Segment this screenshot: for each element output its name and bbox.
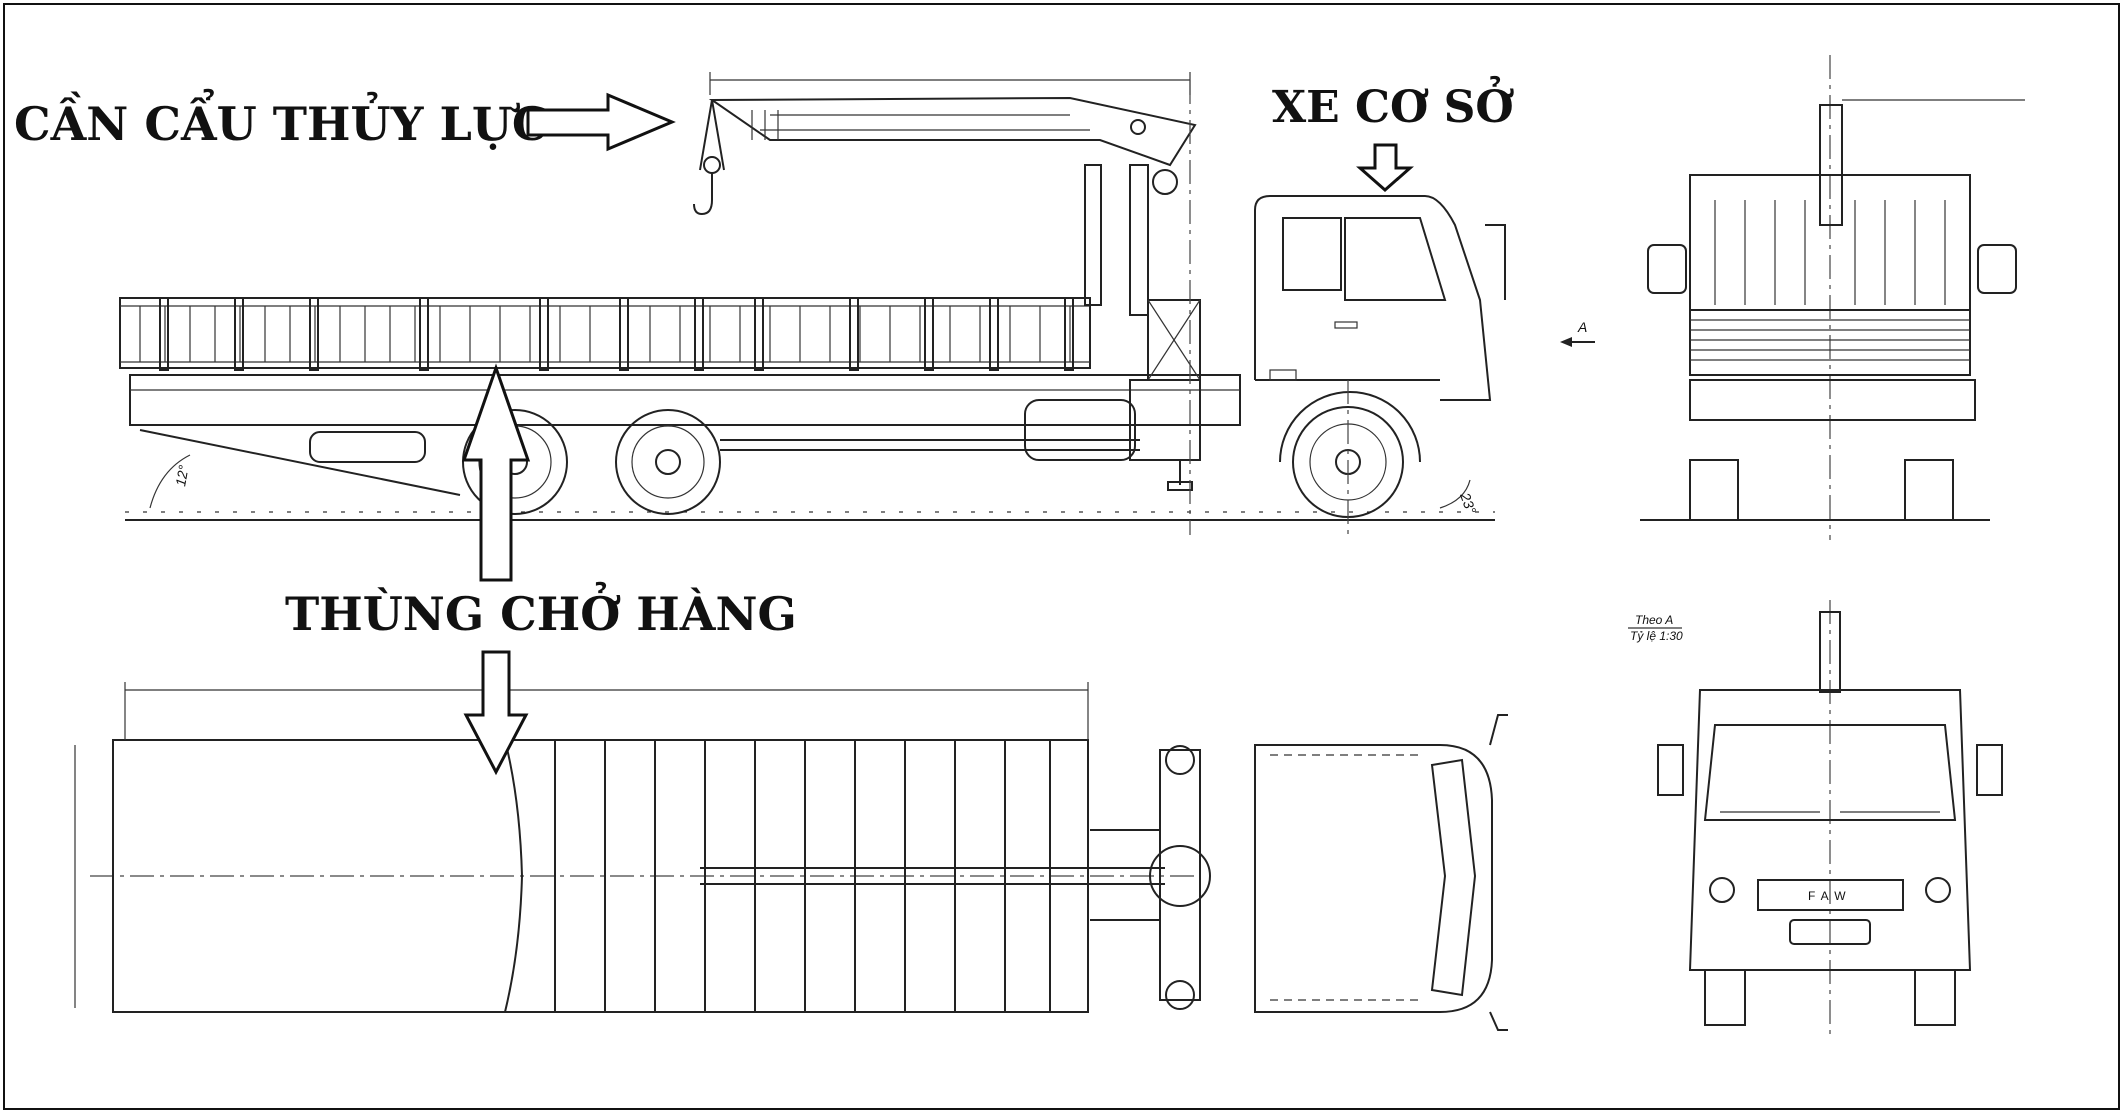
side-view: 12° 23° A — [119, 72, 1595, 535]
cargo-box-top — [112, 739, 1089, 1013]
sheet-border — [3, 3, 2120, 1110]
arrow-down-to-cargo-box — [463, 650, 529, 776]
rear-angle-label: 12° — [172, 463, 192, 487]
rear-wheel-2 — [615, 409, 721, 515]
cab-side — [1254, 195, 1506, 401]
hydraulic-crane — [693, 96, 1201, 491]
label-crane: CẦN CẨU THỦY LỰC — [14, 87, 549, 151]
scale-caption: Tỷ lệ 1:30 — [1630, 629, 1683, 643]
cargo-box-side — [119, 297, 1091, 369]
arrow-to-crane — [526, 92, 676, 152]
cab-top — [1254, 714, 1508, 1031]
rear-view — [1640, 55, 2025, 540]
front-angle-label: 23° — [1457, 490, 1480, 517]
grille-badge: FAW — [1808, 889, 1852, 903]
label-cargo-box: THÙNG CHỞ HÀNG — [285, 580, 797, 641]
arrow-up-to-cargo-box — [461, 363, 531, 582]
front-view-caption: Theo A — [1635, 613, 1673, 627]
view-marker: A — [1577, 319, 1587, 335]
top-view — [74, 682, 1508, 1031]
front-view: Theo A Tỷ lệ 1:30 FAW — [1628, 600, 2003, 1040]
arrow-to-base-vehicle — [1356, 143, 1414, 192]
label-base-vehicle: XE CƠ SỞ — [1272, 74, 1514, 133]
